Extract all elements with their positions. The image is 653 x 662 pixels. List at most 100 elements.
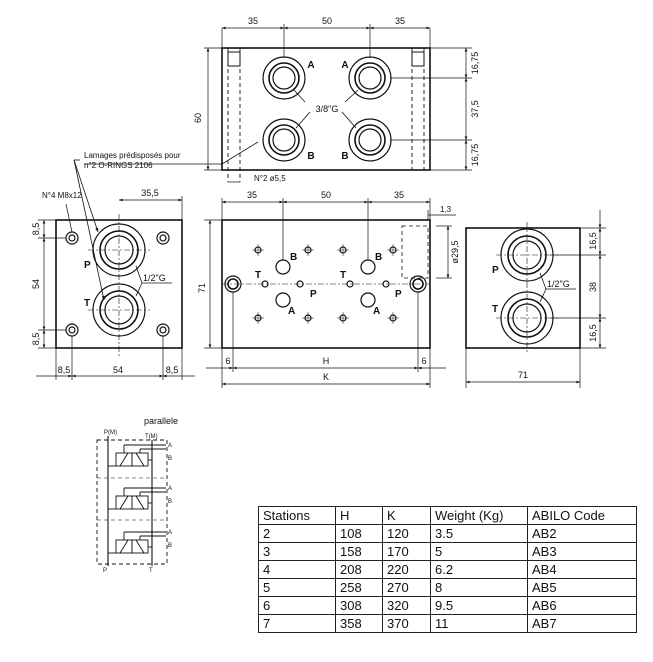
- right-view: [465, 210, 606, 388]
- table-cell: AB2: [527, 524, 637, 543]
- table-cell: 2: [258, 524, 336, 543]
- top-view-dimension-lines: [204, 24, 472, 183]
- schematic-t-bottom-label: T: [149, 568, 153, 574]
- specification-table: Stations H K Weight (Kg) ABILO Code 2 10…: [258, 506, 637, 633]
- front-view-dim-edge-right: 6: [421, 356, 426, 366]
- top-view-outline: [221, 47, 431, 171]
- front-view-dimension-lines: [204, 198, 456, 388]
- schematic-t-top-label: T(M): [145, 434, 158, 440]
- table-cell: AB4: [527, 560, 637, 579]
- front-view-dim-offset: 1,3: [440, 205, 452, 214]
- front-view-port-a2: A: [373, 306, 380, 317]
- schematic-station-2-a: A: [168, 486, 172, 492]
- top-view-dim-right-bottom: 16,75: [470, 144, 480, 167]
- table-header-cell: Stations: [258, 506, 336, 525]
- front-view-dim-height: 71: [197, 283, 207, 293]
- table-cell: 3.5: [430, 524, 528, 543]
- top-view-dim-right-mid: 37,5: [470, 100, 480, 118]
- top-view-left-counterbore: [227, 51, 241, 67]
- left-view-port-p-label: P: [84, 260, 91, 271]
- left-view-dim-left-bottom: 8,5: [31, 333, 41, 346]
- table-cell: 8: [430, 578, 528, 597]
- left-view: [36, 196, 195, 380]
- front-view-port-b2: B: [375, 252, 382, 263]
- left-view-dim-bottom-right: 8,5: [166, 365, 179, 375]
- callout-line-2: n°2 O-RINGS 2106: [84, 161, 153, 170]
- right-view-dim-bottom: 16,5: [588, 324, 598, 342]
- table-cell: 11: [430, 614, 528, 633]
- callout-line-1: Lamages prédisposés pour: [84, 151, 181, 160]
- table-cell: 6.2: [430, 560, 528, 579]
- right-view-dim-width: 71: [518, 370, 528, 380]
- front-view-dim-k: K: [323, 372, 329, 382]
- front-view-bore-crosshairs: [222, 244, 430, 324]
- top-view-thread-label: 3/8"G: [316, 104, 339, 114]
- table-cell: 120: [382, 524, 431, 543]
- right-view-centerlines: [496, 222, 558, 354]
- right-view-dimension-lines: [465, 210, 606, 388]
- left-view-port-t-label: T: [84, 298, 90, 309]
- table-row: 6 308 320 9.5 AB6: [258, 596, 637, 615]
- right-view-outline: [465, 227, 581, 349]
- table-row: 7 358 370 11 AB7: [258, 614, 637, 633]
- left-view-thread-label: 1/2"G: [143, 273, 166, 283]
- front-view-dim-right: 35: [394, 190, 404, 200]
- top-view-dim-height: 60: [193, 113, 203, 123]
- table-cell: 158: [335, 542, 383, 561]
- table-row: 3 158 170 5 AB3: [258, 542, 637, 561]
- table-cell: 7: [258, 614, 336, 633]
- front-view-port-p2: P: [395, 289, 402, 300]
- table-cell: 308: [335, 596, 383, 615]
- left-view-screw-label: N°4 M8x12: [42, 191, 82, 200]
- schematic-station-2: [108, 487, 166, 510]
- top-view-dim-right: 35: [395, 16, 405, 26]
- schematic-station-2-b: B: [168, 499, 172, 505]
- schematic-p-bottom-label: P: [103, 568, 107, 574]
- table-cell: 220: [382, 560, 431, 579]
- top-view-port-a-left: [262, 56, 306, 100]
- table-cell: AB5: [527, 578, 637, 597]
- left-view-dim-bottom-mid: 54: [113, 365, 123, 375]
- front-view-dim-bore: ø29,5: [450, 240, 460, 263]
- table-header-cell: Weight (Kg): [430, 506, 528, 525]
- top-view-dim-right-top: 16,75: [470, 52, 480, 75]
- table-header-cell: ABILO Code: [527, 506, 637, 525]
- schematic-p-top-label: P(M): [104, 430, 117, 436]
- table-cell: 320: [382, 596, 431, 615]
- schematic-station-1: [108, 444, 166, 467]
- table-cell: 208: [335, 560, 383, 579]
- table-cell: 370: [382, 614, 431, 633]
- top-view-port-b-right: [348, 118, 392, 162]
- top-view-port-a-left-label: A: [307, 60, 314, 71]
- schematic-title: parallele: [144, 416, 178, 426]
- table-cell: 170: [382, 542, 431, 561]
- top-view-port-b-right-label: B: [341, 151, 348, 162]
- table-row: 5 258 270 8 AB5: [258, 578, 637, 597]
- table-cell: 6: [258, 596, 336, 615]
- front-view-port-p1: P: [310, 289, 317, 300]
- top-view-port-b-left: [262, 118, 306, 162]
- front-view-port-t2: T: [340, 270, 346, 281]
- right-view-thread-label: 1/2"G: [547, 279, 570, 289]
- schematic-station-1-b: B: [168, 456, 172, 462]
- left-view-dim-bottom-left: 8,5: [58, 365, 71, 375]
- table-header-cell: K: [382, 506, 431, 525]
- table-cell: 9.5: [430, 596, 528, 615]
- right-view-dim-top: 16,5: [588, 232, 598, 250]
- left-view-dimension-lines: [36, 196, 195, 380]
- top-view-port-a-right-label: A: [341, 60, 348, 71]
- left-view-dim-top: 35,5: [141, 188, 159, 198]
- top-view: [204, 24, 472, 183]
- table-row: 4 208 220 6.2 AB4: [258, 560, 637, 579]
- table-cell: 270: [382, 578, 431, 597]
- top-view-port-a-right: [348, 56, 392, 100]
- table-cell: AB3: [527, 542, 637, 561]
- top-view-drill-label: N°2 ø5,5: [254, 174, 286, 183]
- schematic-station-3: [108, 531, 166, 554]
- front-view: [204, 198, 456, 388]
- top-view-hidden-bores: [227, 48, 425, 182]
- left-view-dim-left-top: 8,5: [31, 223, 41, 236]
- front-view-dim-middle: 50: [321, 190, 331, 200]
- table-cell: 258: [335, 578, 383, 597]
- table-header-cell: H: [335, 506, 383, 525]
